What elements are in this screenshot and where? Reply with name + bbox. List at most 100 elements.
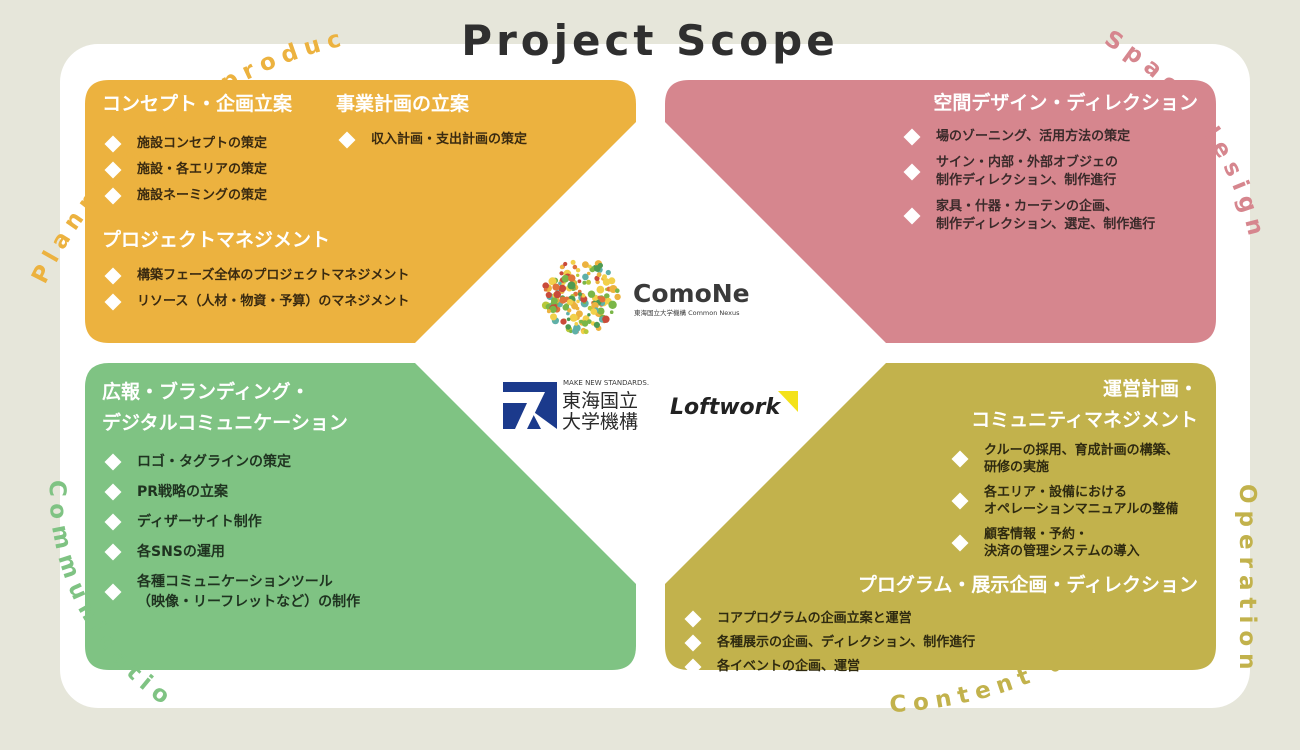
- list-item: 場のゾーニング、活用方法の策定: [902, 128, 1155, 146]
- list-item: PR戦略の立案: [103, 482, 360, 502]
- logo-dot: [594, 275, 600, 281]
- planning-list-pm: 構築フェーズ全体のプロジェクトマネジメント リソース（人材・物資・予算）のマネジ…: [103, 263, 409, 315]
- logo-dot: [583, 329, 589, 335]
- logo-dot: [548, 277, 557, 286]
- logo-dot: [546, 309, 551, 314]
- logo-dot: [604, 293, 610, 299]
- logo-dot: [569, 313, 578, 322]
- list-item: 各SNSの運用: [103, 542, 360, 562]
- operation-heading-program: プログラム・展示企画・ディレクション: [857, 574, 1198, 596]
- logo-dot: [542, 282, 549, 290]
- logo-dot: [552, 283, 560, 291]
- logo-dot: [569, 329, 573, 334]
- comone-logo-subtitle: 東海国立大学機構 Common Nexus: [634, 308, 740, 317]
- logo-dot: [615, 288, 620, 294]
- logo-dot: [586, 271, 591, 276]
- logo-dot: [545, 291, 552, 299]
- operation-list-program: コアプログラムの企画立案と運営 各種展示の企画、ディレクション、制作進行 各イベ…: [683, 607, 1203, 679]
- list-item: 各種コミュニケーションツール（映像・リーフレットなど）の制作: [103, 572, 360, 612]
- logo-dot: [559, 264, 565, 270]
- list-item: 顧客情報・予約・決済の管理システムの導入: [950, 526, 1179, 560]
- list-item: 各エリア・設備におけるオペレーションマニュアルの整備: [950, 484, 1179, 518]
- logo-dot: [572, 264, 578, 270]
- loftwork-accent-icon: [778, 391, 798, 412]
- logo-dot: [608, 300, 617, 309]
- loftwork-logo: Loftwork: [670, 395, 782, 420]
- operation-list: クルーの採用、育成計画の構築、研修の実施 各エリア・設備におけるオペレーションマ…: [950, 442, 1179, 560]
- logo-dot: [579, 319, 584, 324]
- planning-heading-concept: コンセプト・企画立案: [102, 93, 293, 115]
- logo-dot: [565, 324, 571, 330]
- logo-dot: [599, 296, 606, 303]
- planning-list-concept: 施設コンセプトの策定 施設・各エリアの策定 施設ネーミングの策定: [103, 131, 267, 209]
- list-item: リソース（人材・物資・予算）のマネジメント: [103, 289, 409, 315]
- logo-dot: [566, 299, 574, 306]
- logo-dot: [602, 315, 610, 323]
- logo-dot: [602, 274, 607, 280]
- list-item: 各種展示の企画、ディレクション、制作進行: [683, 631, 975, 655]
- logo-dot: [586, 279, 591, 285]
- communication-heading: 広報・ブランディング・デジタルコミュニケーション: [102, 381, 348, 434]
- logo-dot: [596, 272, 602, 278]
- logo-dot: [549, 305, 557, 313]
- logo-dot: [582, 261, 589, 268]
- logo-dot: [566, 311, 570, 316]
- logo-dot: [587, 264, 592, 269]
- logo-dot: [561, 274, 570, 283]
- list-item: サイン・内部・外部オブジェの制作ディレクション、制作進行: [902, 154, 1155, 190]
- list-item: 各イベントの企画、運営: [683, 655, 1203, 679]
- list-item: 施設・各エリアの策定: [103, 157, 267, 183]
- logo-dot: [576, 273, 580, 277]
- logo-dot: [543, 287, 548, 292]
- logo-dot: [567, 281, 576, 290]
- logo-dot: [558, 281, 562, 286]
- logo-dot: [581, 320, 589, 327]
- logo-dot: [581, 293, 586, 298]
- list-item: 構築フェーズ全体のプロジェクトマネジメント: [103, 263, 409, 289]
- logo-dot: [596, 285, 605, 294]
- logo-dot: [582, 273, 589, 281]
- list-item: コアプログラムの企画立案と運営: [683, 607, 912, 631]
- list-item: ディザーサイト制作: [103, 512, 360, 532]
- logo-dot: [602, 278, 611, 286]
- planning-list-business: 収入計画・支出計画の策定: [337, 127, 527, 153]
- logo-dot: [563, 261, 568, 267]
- logo-dot: [609, 310, 614, 315]
- space-list: 場のゾーニング、活用方法の策定 サイン・内部・外部オブジェの制作ディレクション、…: [902, 128, 1155, 234]
- logo-dot: [559, 296, 567, 304]
- list-item: 施設ネーミングの策定: [103, 183, 267, 209]
- label-operation: Operation: [1234, 484, 1260, 677]
- logo-dot: [576, 299, 580, 304]
- logo-dot: [597, 307, 605, 315]
- logo-dot: [550, 313, 557, 321]
- logo-dot: [568, 274, 576, 282]
- logo-dot: [562, 304, 569, 311]
- logo-dot: [553, 290, 561, 299]
- tokai-logo-icon: [503, 382, 557, 429]
- logo-dot: [587, 290, 596, 298]
- logo-dot: [572, 327, 579, 335]
- comone-logo-name: ComoNe: [633, 279, 750, 308]
- list-item: クルーの採用、育成計画の構築、研修の実施: [950, 442, 1179, 476]
- communication-list: ロゴ・タグラインの策定 PR戦略の立案 ディザーサイト制作 各SNSの運用 各種…: [103, 452, 360, 612]
- logo-dot: [587, 313, 591, 317]
- logo-dot: [566, 317, 571, 322]
- list-item: ロゴ・タグラインの策定: [103, 452, 360, 472]
- logo-dot: [577, 292, 583, 297]
- logo-dot: [560, 318, 567, 325]
- logo-dot: [597, 262, 604, 269]
- logo-dot: [570, 259, 576, 265]
- logo-dot: [575, 268, 581, 273]
- tokai-name-line1: 東海国立: [562, 390, 638, 412]
- list-item: 家具・什器・カーテンの企画、制作ディレクション、選定、制作進行: [902, 198, 1155, 234]
- logo-dot: [575, 306, 580, 311]
- logo-dot: [614, 293, 621, 301]
- comone-logo-icon: [541, 259, 621, 335]
- logo-dot: [559, 271, 564, 276]
- logo-dot: [605, 269, 611, 276]
- logo-dot: [577, 279, 582, 284]
- list-item: 収入計画・支出計画の策定: [337, 127, 527, 153]
- logo-dot: [587, 305, 593, 311]
- tokai-tagline: MAKE NEW STANDARDS.: [563, 379, 649, 387]
